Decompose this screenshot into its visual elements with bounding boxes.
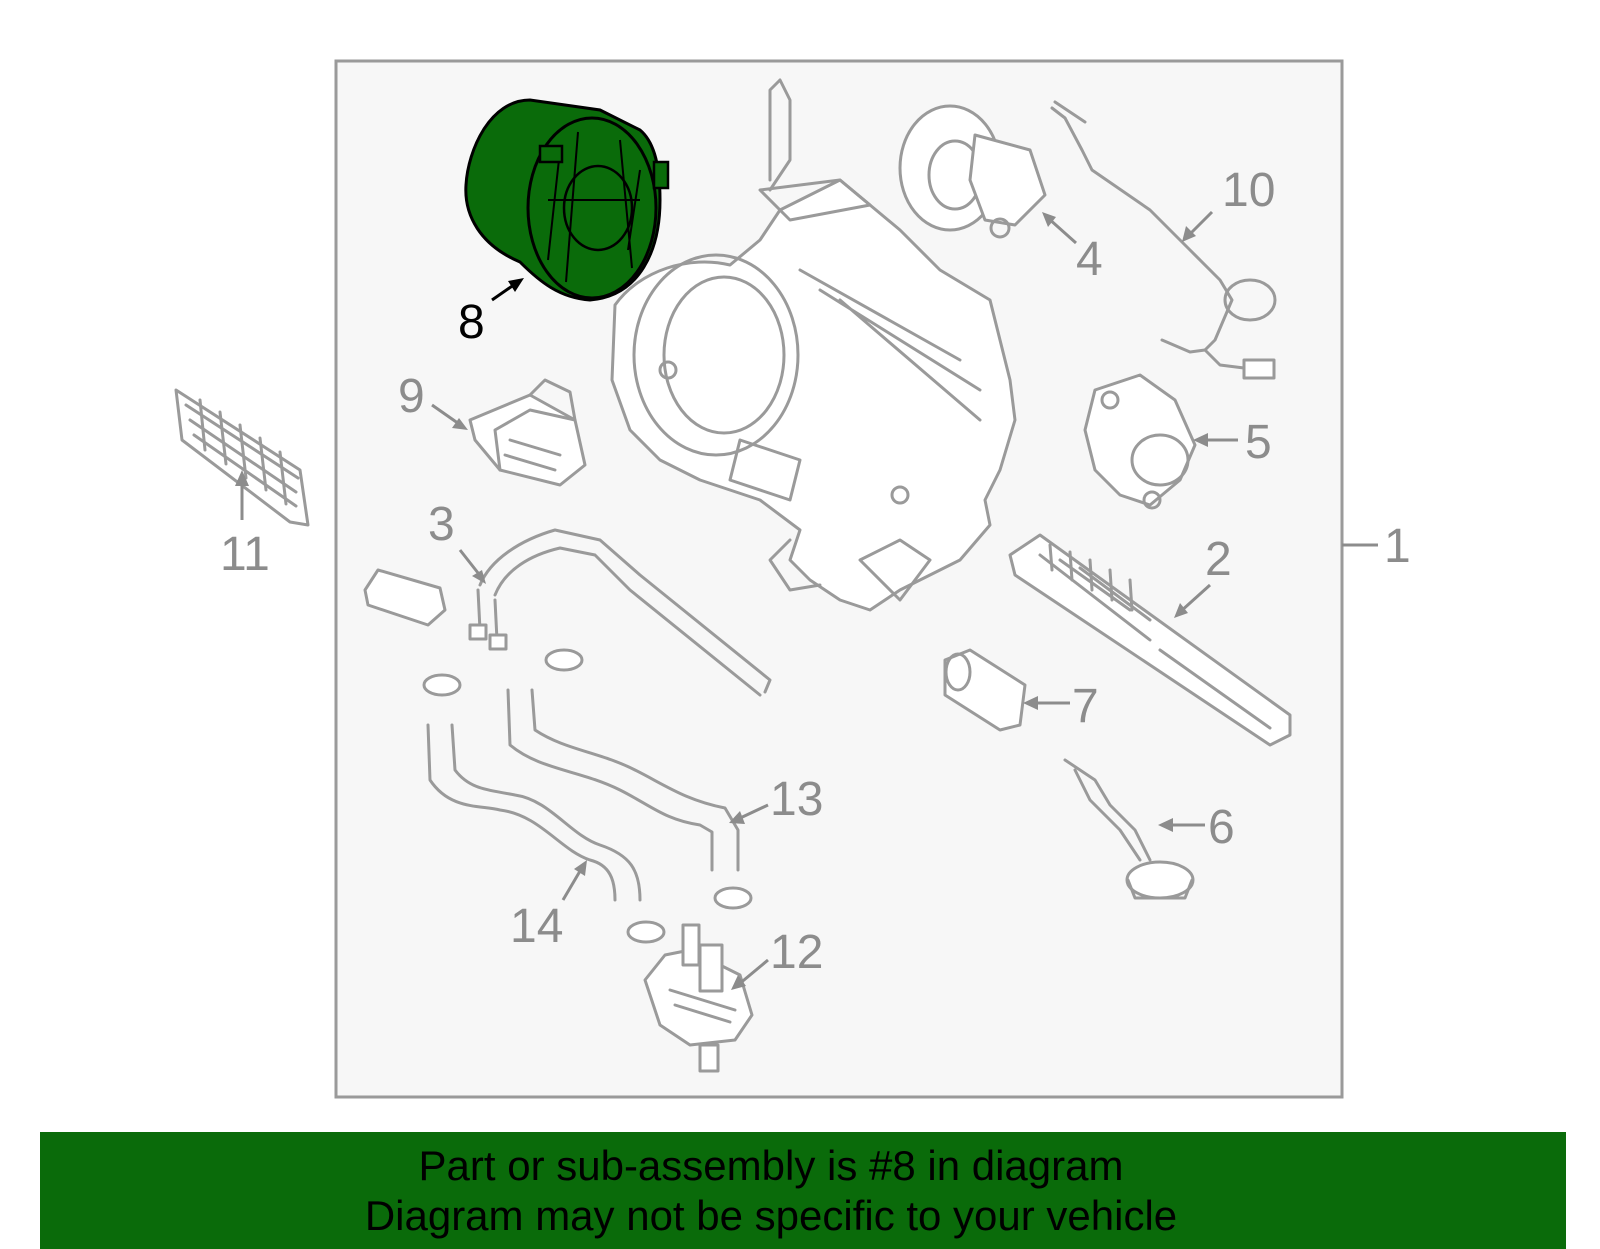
part-10-wire-harness <box>1050 100 1277 380</box>
part-4-actuator <box>898 104 1047 239</box>
part-3-heater-tubes <box>468 528 772 697</box>
leader-2 <box>1178 583 1212 614</box>
leader-4 <box>1047 216 1077 245</box>
callout-7: 7 <box>1072 680 1099 733</box>
callout-1: 1 <box>1384 520 1411 573</box>
banner-line-1: Part or sub-assembly is #8 in diagram <box>418 1141 1124 1189</box>
callout-3: 3 <box>428 498 455 551</box>
arrow-9 <box>452 418 468 430</box>
callout-10: 10 <box>1222 164 1275 217</box>
callout-4: 4 <box>1076 233 1103 286</box>
part-13-hose <box>506 688 740 872</box>
callout-11: 11 <box>220 528 270 581</box>
part-7-seal <box>943 648 1027 732</box>
hvac-case-housing <box>610 78 1017 612</box>
part-6-sensor <box>1063 758 1195 900</box>
part-11-filter <box>174 388 310 527</box>
arrow-4 <box>1042 212 1056 227</box>
arrow-10 <box>1182 226 1196 242</box>
callout-5: 5 <box>1245 416 1272 469</box>
callout-8: 8 <box>458 296 485 349</box>
arrow-13 <box>729 811 745 824</box>
arrow-6 <box>1158 818 1173 832</box>
part-9-resistor <box>468 378 587 487</box>
arrow-14 <box>574 860 587 876</box>
callout-2: 2 <box>1205 533 1232 586</box>
callout-6: 6 <box>1208 801 1235 854</box>
part-2-heater-core <box>1008 533 1292 747</box>
part-8-blower-motor <box>464 98 670 302</box>
info-banner: Part or sub-assembly is #8 in diagram Di… <box>40 1132 1566 1249</box>
part-5-servo-motor <box>1083 373 1197 510</box>
arrow-7 <box>1023 696 1038 710</box>
arrow-5 <box>1193 433 1208 447</box>
parts-diagram: 1 11 8 9 <box>174 59 1411 1099</box>
leader-12 <box>737 958 769 987</box>
part-14-hose <box>426 723 642 902</box>
callout-14: 14 <box>510 900 563 953</box>
tube-bracket <box>363 568 447 627</box>
callout-12: 12 <box>770 926 823 979</box>
arrow-8 <box>508 278 524 292</box>
callout-13: 13 <box>770 773 823 826</box>
callout-9: 9 <box>398 370 425 423</box>
arrow-11 <box>235 470 249 486</box>
part-12-water-valve <box>643 923 754 1073</box>
arrow-3 <box>472 570 486 584</box>
hose-clamps <box>422 648 753 944</box>
banner-line-2: Diagram may not be specific to your vehi… <box>364 1191 1178 1239</box>
arrow-2 <box>1174 603 1188 618</box>
arrow-12 <box>731 975 746 990</box>
